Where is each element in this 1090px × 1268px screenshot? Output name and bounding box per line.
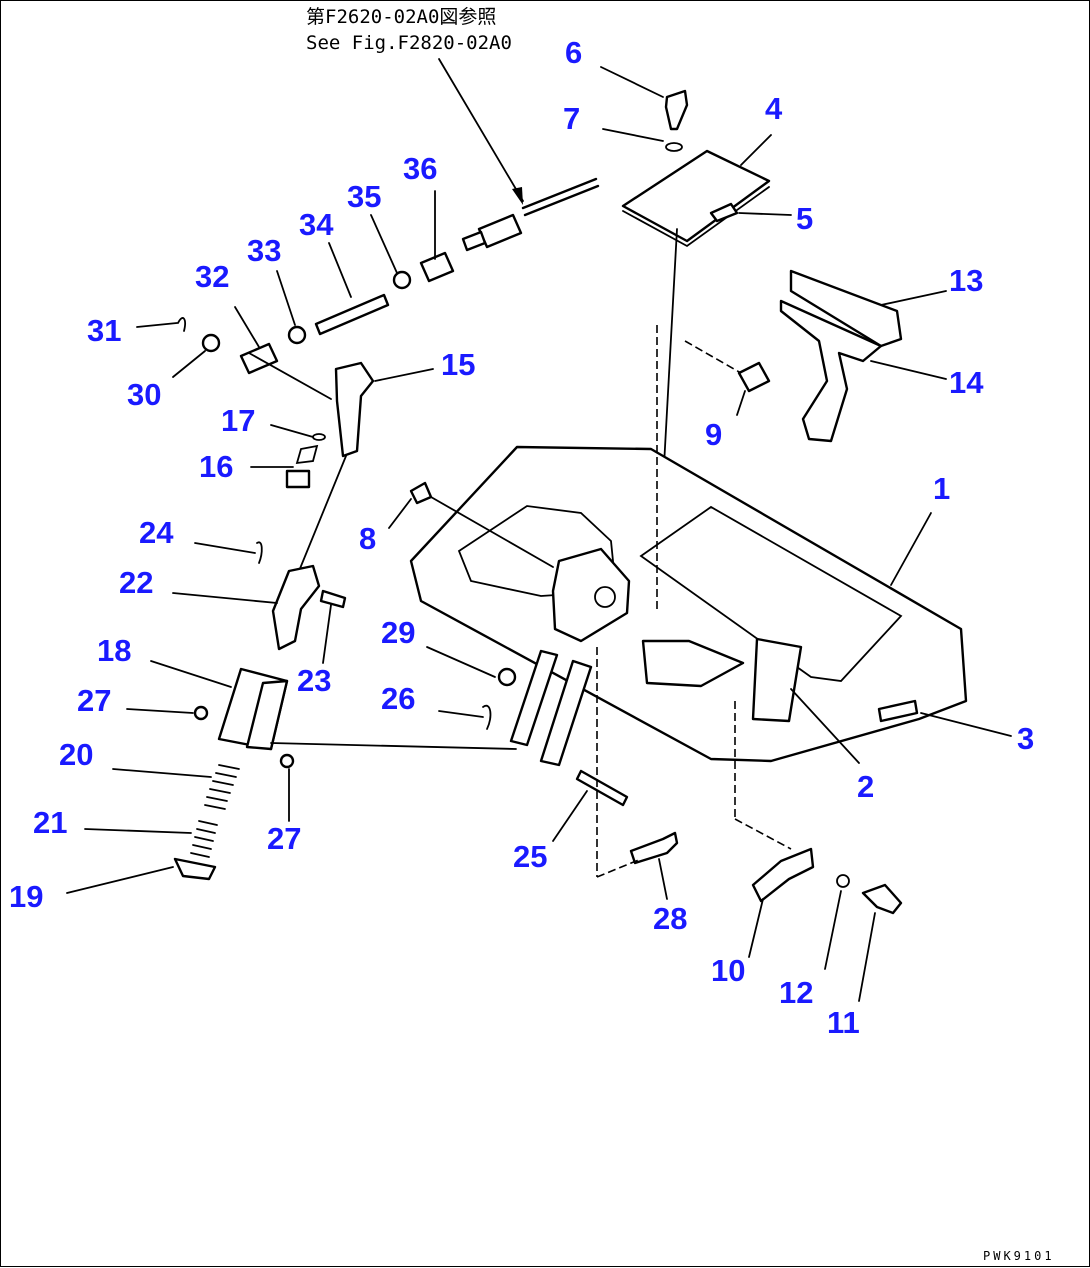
part-5-bolt (709, 202, 739, 223)
callout-34: 34 (299, 207, 334, 242)
callout-19: 19 (9, 879, 43, 914)
part-23-pin (319, 589, 347, 609)
part-13-pedal-pad (789, 269, 903, 348)
part-16-bolt-head (285, 469, 311, 489)
callout-22: 22 (119, 565, 153, 600)
callout-15: 15 (441, 347, 475, 382)
callout-26: 26 (381, 681, 415, 716)
callout-3: 3 (1017, 721, 1034, 756)
callout-10: 10 (711, 953, 745, 988)
callout-20: 20 (59, 737, 93, 772)
assembly-line-e (430, 496, 554, 568)
callout-6: 6 (565, 35, 582, 70)
part-24-pin (256, 541, 263, 564)
assembly-line-g (596, 858, 642, 878)
reference-arrowhead (512, 187, 523, 205)
callout-21: 21 (33, 805, 67, 840)
part-31-pin (177, 317, 186, 332)
control-cable (461, 177, 600, 252)
part-1-link-right (539, 659, 593, 767)
callout-1: 1 (933, 471, 950, 506)
callout-33: 33 (247, 233, 281, 268)
callout-9: 9 (705, 417, 722, 452)
callout-14: 14 (949, 365, 984, 400)
part-27-washer-a (193, 705, 209, 721)
part-22-yoke (271, 564, 321, 651)
part-18-bracket-side (245, 679, 289, 751)
part-4-cover (621, 149, 771, 243)
part-20-spring (204, 764, 240, 810)
leader-lines (66, 66, 1012, 1002)
callout-13: 13 (949, 263, 983, 298)
part-12-washer (836, 874, 850, 888)
callout-24: 24 (139, 515, 174, 550)
assembly-line-k (684, 340, 742, 374)
callout-25: 25 (513, 839, 547, 874)
assembly-line-a (248, 352, 332, 400)
callout-27-right: 27 (267, 821, 301, 856)
callout-2: 2 (857, 769, 874, 804)
part-27-washer-b (279, 753, 295, 769)
part-15-lever (334, 361, 375, 458)
part-6-bolt (664, 89, 689, 131)
part-29-nut (497, 667, 517, 687)
part-34-rod (314, 293, 390, 336)
part-28-bolt (629, 831, 679, 865)
part-14-pedal-arm (779, 299, 883, 443)
part-1-pocket (641, 639, 745, 688)
part-9-bushing (737, 361, 771, 393)
part-26-pin (482, 704, 492, 730)
callout-35: 35 (347, 179, 381, 214)
callout-5: 5 (796, 201, 813, 236)
part-1-boss-hole (594, 586, 616, 608)
part-33-nut (287, 325, 307, 345)
part-4-cover-edge (622, 186, 770, 248)
callout-16: 16 (199, 449, 233, 484)
callout-8: 8 (359, 521, 376, 556)
callout-36: 36 (403, 151, 437, 186)
part-16-bolt (295, 444, 319, 465)
part-36-nut (419, 251, 455, 283)
callout-27-left: 27 (77, 683, 111, 718)
part-7-washer (665, 142, 683, 152)
part-25-pin (575, 769, 629, 807)
reference-note-en: See Fig.F2820-02A0 (306, 32, 512, 54)
part-17-washer (312, 433, 326, 441)
figure-code: PWK9101 (983, 1249, 1055, 1263)
part-1-link-left (509, 649, 559, 747)
callout-32: 32 (195, 259, 229, 294)
callout-30: 30 (127, 377, 161, 412)
callout-17: 17 (221, 403, 255, 438)
assembly-line-b (298, 455, 347, 572)
callout-7: 7 (563, 101, 580, 136)
callout-4: 4 (765, 91, 783, 126)
reference-leader (438, 58, 524, 202)
part-19-seat (173, 857, 217, 881)
reference-note-jp: 第F2620-02A0図参照 (306, 6, 496, 28)
part-1-bracket-boss (551, 547, 631, 643)
part-2-stopper (751, 637, 803, 723)
part-30-nut (201, 333, 221, 353)
callout-23: 23 (297, 663, 331, 698)
callout-12: 12 (779, 975, 813, 1010)
part-3-plate (877, 699, 919, 723)
part-10-bracket (751, 847, 815, 903)
assembly-line-i (734, 818, 792, 850)
callout-28: 28 (653, 901, 687, 936)
part-11-bolt (861, 883, 903, 915)
part-21-spring (190, 820, 218, 858)
callout-18: 18 (97, 633, 131, 668)
callout-11: 11 (827, 1005, 860, 1040)
callout-31: 31 (87, 313, 121, 348)
callout-29: 29 (381, 615, 415, 650)
assembly-line-c (270, 742, 517, 750)
part-35-nut (392, 270, 412, 290)
part-8-bushing (409, 481, 433, 505)
